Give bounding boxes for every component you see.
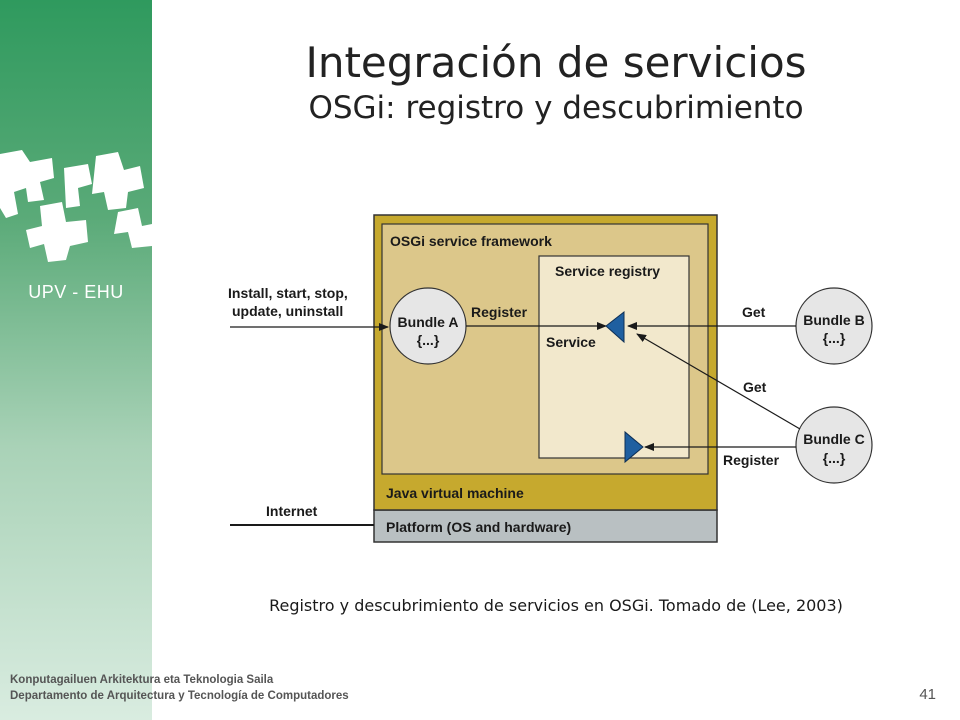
service-label: Service bbox=[546, 334, 596, 350]
register-c-label: Register bbox=[723, 452, 780, 468]
framework-label: OSGi service framework bbox=[390, 233, 552, 249]
figure-caption: Registro y descubrimiento de servicios e… bbox=[269, 596, 843, 615]
logo-text: UPV - EHU bbox=[28, 282, 124, 302]
service-registry-box bbox=[538, 255, 690, 459]
jvm-label: Java virtual machine bbox=[386, 485, 524, 501]
get-b-label: Get bbox=[742, 304, 766, 320]
service-triangle-c bbox=[624, 430, 644, 464]
install-label-line2: update, uninstall bbox=[232, 303, 343, 319]
internet-label: Internet bbox=[266, 503, 318, 519]
install-label-line1: Install, start, stop, bbox=[228, 285, 348, 301]
bundle-c-body: {...} bbox=[823, 450, 846, 466]
service-registry-label: Service registry bbox=[555, 263, 660, 279]
bundle-c bbox=[795, 406, 873, 484]
footer-line-1: Konputagailuen Arkitektura eta Teknologi… bbox=[10, 674, 274, 686]
register-a-label: Register bbox=[471, 304, 528, 320]
sidebar: UPV - EHU bbox=[0, 0, 152, 720]
platform-label: Platform (OS and hardware) bbox=[386, 519, 571, 535]
osgi-diagram: Platform (OS and hardware) Java virtual … bbox=[228, 214, 873, 543]
get-c-arrow bbox=[636, 333, 801, 430]
footer-line-2: Departamento de Arquitectura y Tecnologí… bbox=[10, 690, 349, 702]
get-c-label: Get bbox=[743, 379, 767, 395]
page-number: 41 bbox=[919, 686, 936, 703]
footer: Konputagailuen Arkitektura eta Teknologi… bbox=[10, 672, 349, 704]
bundle-b-body: {...} bbox=[823, 330, 846, 346]
service-triangle-a bbox=[605, 310, 625, 344]
bundle-b-name: Bundle B bbox=[803, 312, 864, 328]
slide-title: Integración de servicios bbox=[305, 38, 807, 87]
upv-ehu-logo bbox=[0, 150, 152, 262]
bundle-a-name: Bundle A bbox=[398, 314, 459, 330]
bundle-c-name: Bundle C bbox=[803, 431, 864, 447]
slide-subtitle: OSGi: registro y descubrimiento bbox=[308, 90, 804, 126]
bundle-a-body: {...} bbox=[417, 332, 440, 348]
